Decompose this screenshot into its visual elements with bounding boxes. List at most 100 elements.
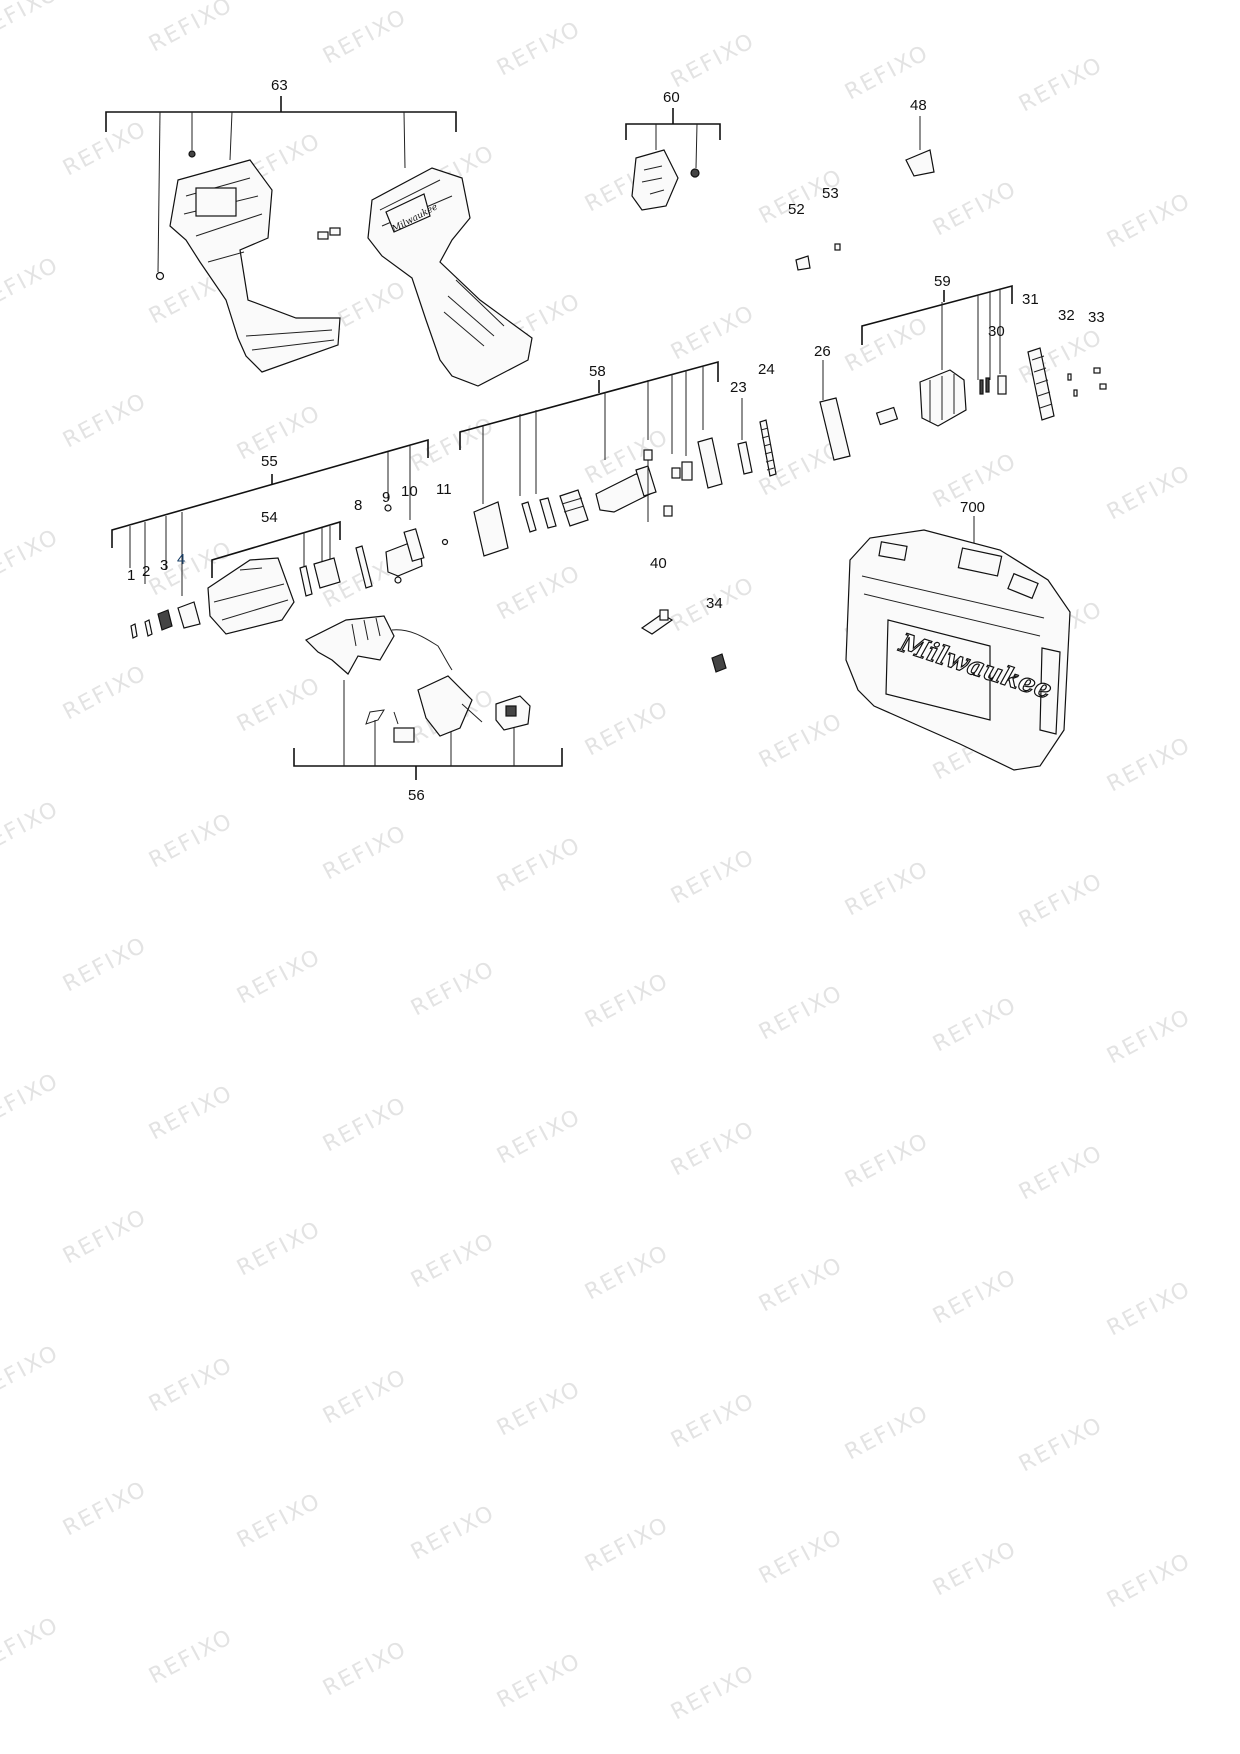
watermark-text: REFIXO bbox=[319, 1364, 411, 1429]
watermark-text: REFIXO bbox=[493, 16, 585, 81]
watermark-text: REFIXO bbox=[407, 956, 499, 1021]
watermark-text: REFIXO bbox=[0, 252, 63, 317]
watermark-text: REFIXO bbox=[145, 0, 237, 57]
watermark-text: REFIXO bbox=[493, 832, 585, 897]
callout-labels: 63 60 48 52 53 59 31 32 33 30 26 24 23 5… bbox=[127, 77, 1105, 804]
part-3-spring bbox=[157, 609, 173, 631]
callout-4: 4 bbox=[177, 551, 185, 568]
watermark-text: REFIXO bbox=[0, 524, 63, 589]
watermark-text: REFIXO bbox=[233, 944, 325, 1009]
watermark-text: REFIXO bbox=[667, 28, 759, 93]
callout-26: 26 bbox=[814, 343, 831, 360]
electronics-group-56 bbox=[293, 615, 563, 780]
watermark-text: REFIXO bbox=[1015, 1140, 1107, 1205]
callout-56: 56 bbox=[408, 787, 425, 804]
watermark-text: REFIXO bbox=[667, 844, 759, 909]
watermark-text: REFIXO bbox=[1103, 1276, 1195, 1341]
watermark-text: REFIXO bbox=[0, 1612, 63, 1677]
nameplate-badge bbox=[631, 149, 679, 211]
watermark-text: REFIXO bbox=[1103, 1004, 1195, 1069]
watermark-text: REFIXO bbox=[407, 1500, 499, 1565]
callout-33: 33 bbox=[1088, 309, 1105, 326]
callout-9: 9 bbox=[382, 489, 390, 506]
watermark-text: REFIXO bbox=[59, 932, 151, 997]
watermark-text: REFIXO bbox=[319, 1092, 411, 1157]
part-26-sleeve bbox=[819, 397, 851, 461]
hammer-housing-cup bbox=[473, 501, 509, 557]
watermark-text: REFIXO bbox=[493, 1376, 585, 1441]
gear-carrier bbox=[919, 369, 967, 427]
watermark-text: REFIXO bbox=[1103, 732, 1195, 797]
part-48 bbox=[905, 116, 935, 177]
watermark-text: REFIXO bbox=[0, 1068, 63, 1133]
housing-group-63: Milwaukee bbox=[105, 96, 533, 387]
watermark-text: REFIXO bbox=[755, 708, 847, 773]
watermark-text: REFIXO bbox=[841, 1400, 933, 1465]
watermark-text: REFIXO bbox=[407, 412, 499, 477]
watermark-text: REFIXO bbox=[493, 1648, 585, 1713]
callout-3: 3 bbox=[160, 557, 168, 574]
watermark-text: REFIXO bbox=[59, 660, 151, 725]
watermark-text: REFIXO bbox=[59, 1476, 151, 1541]
part-23-pin bbox=[737, 441, 753, 475]
watermark-text: REFIXO bbox=[1015, 868, 1107, 933]
watermark-text: REFIXO bbox=[929, 1264, 1021, 1329]
watermark-text: REFIXO bbox=[929, 1536, 1021, 1601]
watermark-text: REFIXO bbox=[755, 980, 847, 1045]
watermark-text: REFIXO bbox=[929, 992, 1021, 1057]
carrying-case-700: Milwaukee bbox=[845, 516, 1071, 771]
callout-32: 32 bbox=[1058, 307, 1075, 324]
part-8-washer bbox=[355, 545, 373, 589]
callout-30: 30 bbox=[988, 323, 1005, 340]
nameplate-group-60 bbox=[625, 108, 721, 211]
watermark-text: REFIXO bbox=[1015, 52, 1107, 117]
watermark-text: REFIXO bbox=[1103, 1548, 1195, 1613]
front-assembly-group-55 bbox=[111, 438, 449, 639]
callout-40: 40 bbox=[650, 555, 667, 572]
watermark-text: REFIXO bbox=[667, 1388, 759, 1453]
callout-53: 53 bbox=[822, 185, 839, 202]
callout-34: 34 bbox=[706, 595, 723, 612]
hammer-spring bbox=[521, 501, 537, 533]
watermark-text: REFIXO bbox=[841, 312, 933, 377]
hammer-mechanism-group-58 bbox=[459, 360, 723, 557]
callout-58: 58 bbox=[589, 363, 606, 380]
callout-59: 59 bbox=[934, 273, 951, 290]
watermark-text: REFIXO bbox=[1015, 1412, 1107, 1477]
housing-right-half bbox=[367, 167, 533, 387]
watermark-text: REFIXO bbox=[59, 1204, 151, 1269]
gear-assembly-group-59 bbox=[861, 284, 1107, 427]
part-52-53 bbox=[795, 243, 841, 271]
watermark-text: REFIXO bbox=[233, 672, 325, 737]
callout-8: 8 bbox=[354, 497, 362, 514]
callout-700: 700 bbox=[960, 499, 985, 516]
watermark-text: REFIXO bbox=[841, 856, 933, 921]
nameplate-screw bbox=[690, 168, 700, 178]
callout-55: 55 bbox=[261, 453, 278, 470]
part-24-spring bbox=[759, 419, 777, 477]
watermark-text: REFIXO bbox=[319, 1636, 411, 1701]
watermark-text: REFIXO bbox=[493, 560, 585, 625]
part-4-bit-holder bbox=[177, 601, 201, 629]
callout-23: 23 bbox=[730, 379, 747, 396]
parts-34-40 bbox=[640, 609, 727, 673]
callout-10: 10 bbox=[401, 483, 418, 500]
watermark-text: REFIXO bbox=[493, 1104, 585, 1169]
watermark-text: REFIXO bbox=[59, 388, 151, 453]
watermark-text: REFIXO bbox=[233, 400, 325, 465]
watermark-text: REFIXO bbox=[581, 696, 673, 761]
watermark-text: REFIXO bbox=[667, 300, 759, 365]
callout-31: 31 bbox=[1022, 291, 1039, 308]
watermark-text: REFIXO bbox=[755, 1524, 847, 1589]
watermark-text: REFIXO bbox=[667, 1116, 759, 1181]
watermark-text: REFIXO bbox=[0, 0, 63, 45]
watermark-text: REFIXO bbox=[581, 968, 673, 1033]
parts-23-24-26 bbox=[737, 360, 851, 477]
ring-gear bbox=[1027, 347, 1055, 421]
watermark-text: REFIXO bbox=[145, 808, 237, 873]
watermark-layer: REFIXO REFIXO REFIXO REFIXO REFIXO REFIXO REFI… bbox=[0, 0, 1195, 1725]
watermark-text: REFIXO bbox=[233, 1216, 325, 1281]
watermark-text: REFIXO bbox=[0, 1340, 63, 1405]
watermark-text: REFIXO bbox=[145, 1624, 237, 1689]
